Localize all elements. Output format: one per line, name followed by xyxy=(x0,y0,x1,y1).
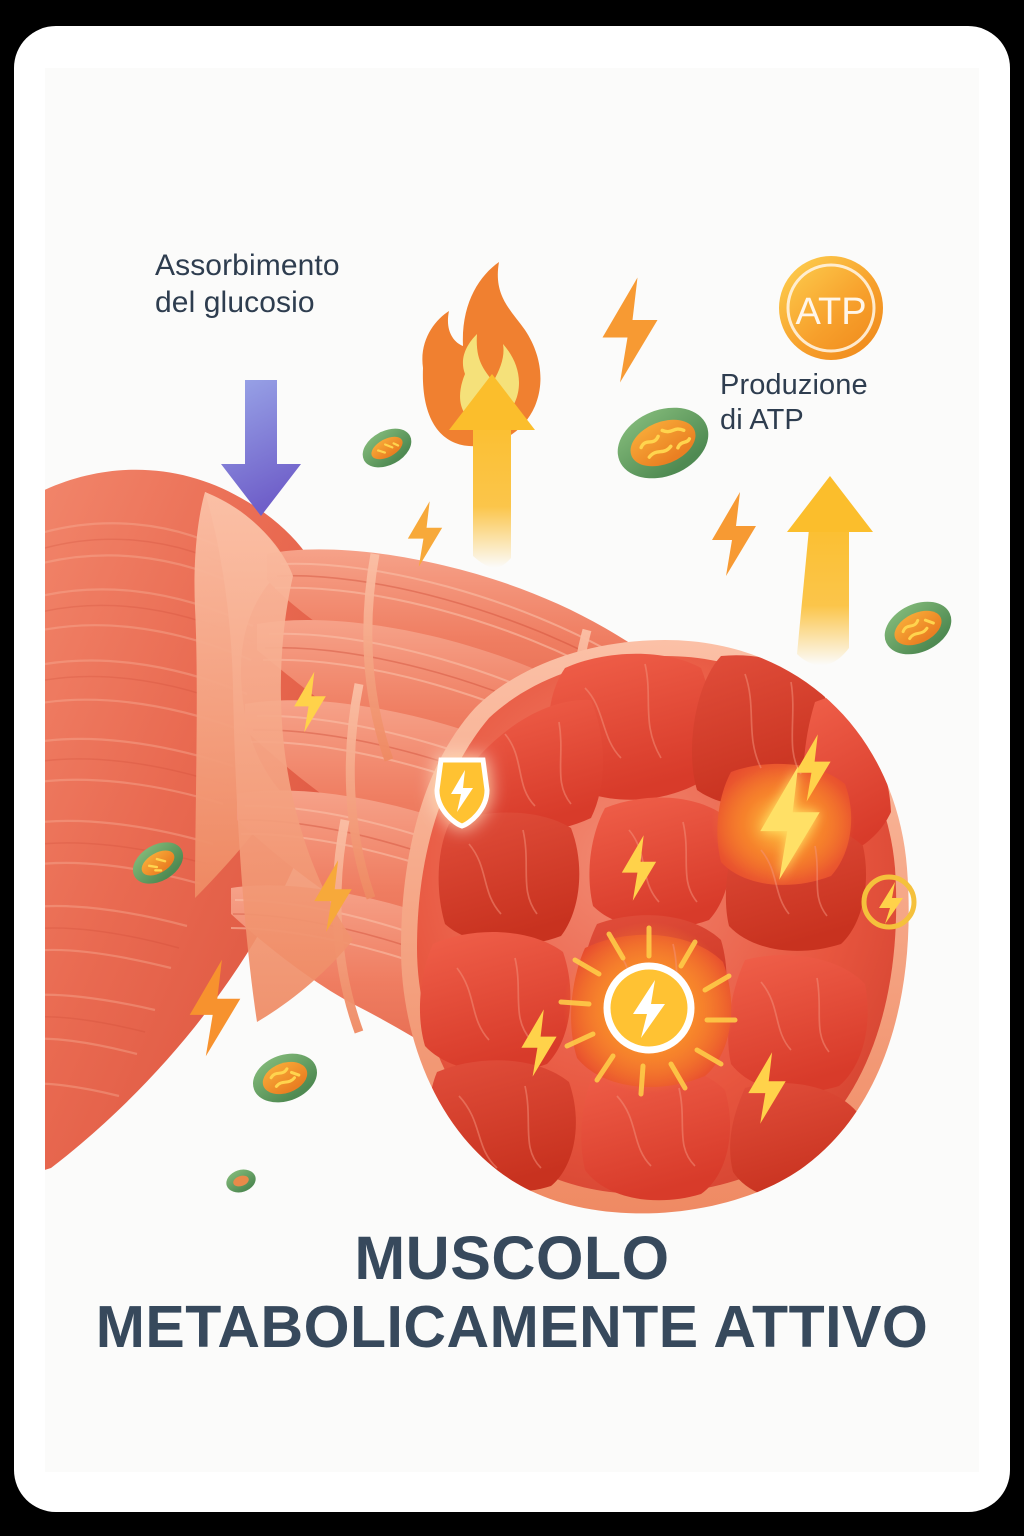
mitochondrion xyxy=(226,1169,256,1193)
circled-bolt-icon xyxy=(861,874,917,930)
glucose-uptake-line1: Assorbimento xyxy=(155,249,340,282)
bolt-icon xyxy=(189,959,241,1057)
mitochondrion xyxy=(253,1053,317,1103)
bolt-icon xyxy=(602,277,658,383)
bolt-icon xyxy=(712,492,756,576)
page-title-line2: METABOLICAMENTE ATTIVO xyxy=(95,1294,929,1360)
atp-badge-icon: ATP xyxy=(779,256,883,360)
atp-badge-text: ATP xyxy=(795,291,866,333)
glucose-uptake-label: Assorbimento del glucosio xyxy=(155,248,405,321)
energy-burst-icon xyxy=(558,925,738,1097)
atp-production-line2: di ATP xyxy=(720,404,804,437)
mitochondrion xyxy=(884,601,952,655)
mitochondrion xyxy=(132,842,184,884)
bolt-icon xyxy=(521,1009,557,1077)
arrow-down-icon xyxy=(221,380,301,516)
mitochondrion xyxy=(617,407,709,479)
glucose-uptake-line2: del glucosio xyxy=(155,285,315,319)
muscle-cross-section xyxy=(401,640,909,1214)
bolt-icon xyxy=(795,734,831,802)
arrow-up-icon-left xyxy=(449,374,535,568)
illustration-panel: ATP xyxy=(45,68,979,1472)
shield-bolt-icon xyxy=(434,757,490,829)
arrow-up-icon-right xyxy=(787,476,873,666)
bolt-icon xyxy=(294,671,326,733)
page-title-line1: MUSCOLO xyxy=(354,1224,670,1292)
bolt-icon-hot xyxy=(760,766,820,880)
bolt-icon xyxy=(621,835,657,901)
atp-production-label: Produzione di ATP xyxy=(720,368,940,439)
illustration-card: ATP xyxy=(14,26,1010,1512)
muscle-illustration: ATP xyxy=(45,256,952,1214)
bolt-icon xyxy=(748,1052,786,1124)
mitochondrion xyxy=(362,428,412,468)
atp-production-line1: Produzione xyxy=(720,369,868,401)
bolt-icon xyxy=(407,501,443,567)
bolt-icon xyxy=(314,860,352,932)
